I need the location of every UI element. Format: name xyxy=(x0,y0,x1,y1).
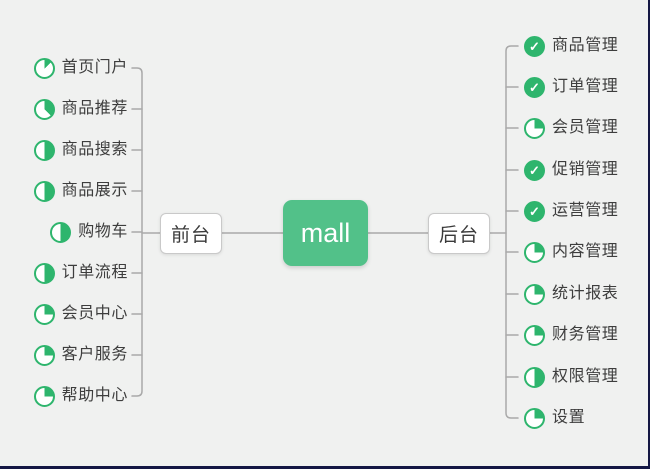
topic-label: 会员管理 xyxy=(552,119,619,136)
topic-item-home-portal[interactable]: 首页门户 xyxy=(33,54,128,82)
topic-item-promotion-mgmt[interactable]: 促销管理 xyxy=(524,156,618,184)
task-progress-icon xyxy=(524,324,545,346)
topic-item-member-mgmt[interactable]: 会员管理 xyxy=(524,114,618,142)
task-progress-icon xyxy=(33,180,55,202)
topic-label: 商品展示 xyxy=(61,182,128,199)
topic-label: 统计报表 xyxy=(552,285,619,302)
topic-label: 权限管理 xyxy=(552,368,619,385)
right-bracket-line xyxy=(505,45,519,419)
task-progress-icon xyxy=(33,139,55,161)
task-progress-icon xyxy=(524,366,545,388)
topic-item-content-mgmt[interactable]: 内容管理 xyxy=(524,238,618,266)
task-progress-icon xyxy=(524,283,545,305)
task-progress-icon xyxy=(524,407,545,429)
topic-item-operation-mgmt[interactable]: 运营管理 xyxy=(524,197,618,225)
task-progress-icon xyxy=(50,221,72,243)
task-progress-icon xyxy=(33,98,55,120)
topic-label: 财务管理 xyxy=(552,326,619,343)
topic-item-settings[interactable]: 设置 xyxy=(524,404,585,432)
topic-item-product-search[interactable]: 商品搜索 xyxy=(33,136,128,164)
topic-item-order-flow[interactable]: 订单流程 xyxy=(33,259,128,287)
topic-label: 商品管理 xyxy=(552,37,619,54)
topic-label: 购物车 xyxy=(78,223,128,240)
task-progress-icon xyxy=(33,57,55,79)
topic-item-shopping-cart[interactable]: 购物车 xyxy=(50,218,128,246)
central-topic-mall[interactable]: mall xyxy=(283,200,368,266)
branch-topic-backend[interactable]: 后台 xyxy=(428,213,490,254)
topic-label: 帮助中心 xyxy=(61,387,128,404)
topic-item-product-display[interactable]: 商品展示 xyxy=(33,177,128,205)
task-done-icon xyxy=(524,200,545,222)
topic-label: 客户服务 xyxy=(61,346,128,363)
topic-item-permission-mgmt[interactable]: 权限管理 xyxy=(524,363,618,391)
topic-item-statistics-report[interactable]: 统计报表 xyxy=(524,280,618,308)
topic-label: 订单流程 xyxy=(61,264,128,281)
topic-item-customer-service[interactable]: 客户服务 xyxy=(33,341,128,369)
topic-label: 促销管理 xyxy=(552,161,619,178)
topic-item-order-mgmt[interactable]: 订单管理 xyxy=(524,73,618,101)
topic-label: 会员中心 xyxy=(61,305,128,322)
topic-item-finance-mgmt[interactable]: 财务管理 xyxy=(524,321,618,349)
task-done-icon xyxy=(524,159,545,181)
topic-item-help-center[interactable]: 帮助中心 xyxy=(33,382,128,410)
central-topic-label: mall xyxy=(300,217,351,248)
task-done-icon xyxy=(524,76,545,98)
topic-label: 订单管理 xyxy=(552,78,619,95)
task-progress-icon xyxy=(524,117,545,139)
task-progress-icon xyxy=(33,344,55,366)
topic-label: 内容管理 xyxy=(552,243,619,260)
task-progress-icon xyxy=(33,262,55,284)
topic-label: 运营管理 xyxy=(552,202,619,219)
topic-item-member-center[interactable]: 会员中心 xyxy=(33,300,128,328)
task-done-icon xyxy=(524,35,545,57)
topic-item-product-recommend[interactable]: 商品推荐 xyxy=(33,95,128,123)
topic-label: 首页门户 xyxy=(61,59,128,76)
topic-label: 商品推荐 xyxy=(61,100,128,117)
topic-item-product-mgmt[interactable]: 商品管理 xyxy=(524,32,618,60)
task-progress-icon xyxy=(33,385,55,407)
topic-label: 设置 xyxy=(552,409,586,426)
branch-topic-frontend[interactable]: 前台 xyxy=(160,213,222,254)
branch-topic-label: 前台 xyxy=(170,225,211,246)
task-progress-icon xyxy=(33,303,55,325)
task-progress-icon xyxy=(524,241,545,263)
topic-label: 商品搜索 xyxy=(61,141,128,158)
branch-topic-label: 后台 xyxy=(438,225,479,246)
